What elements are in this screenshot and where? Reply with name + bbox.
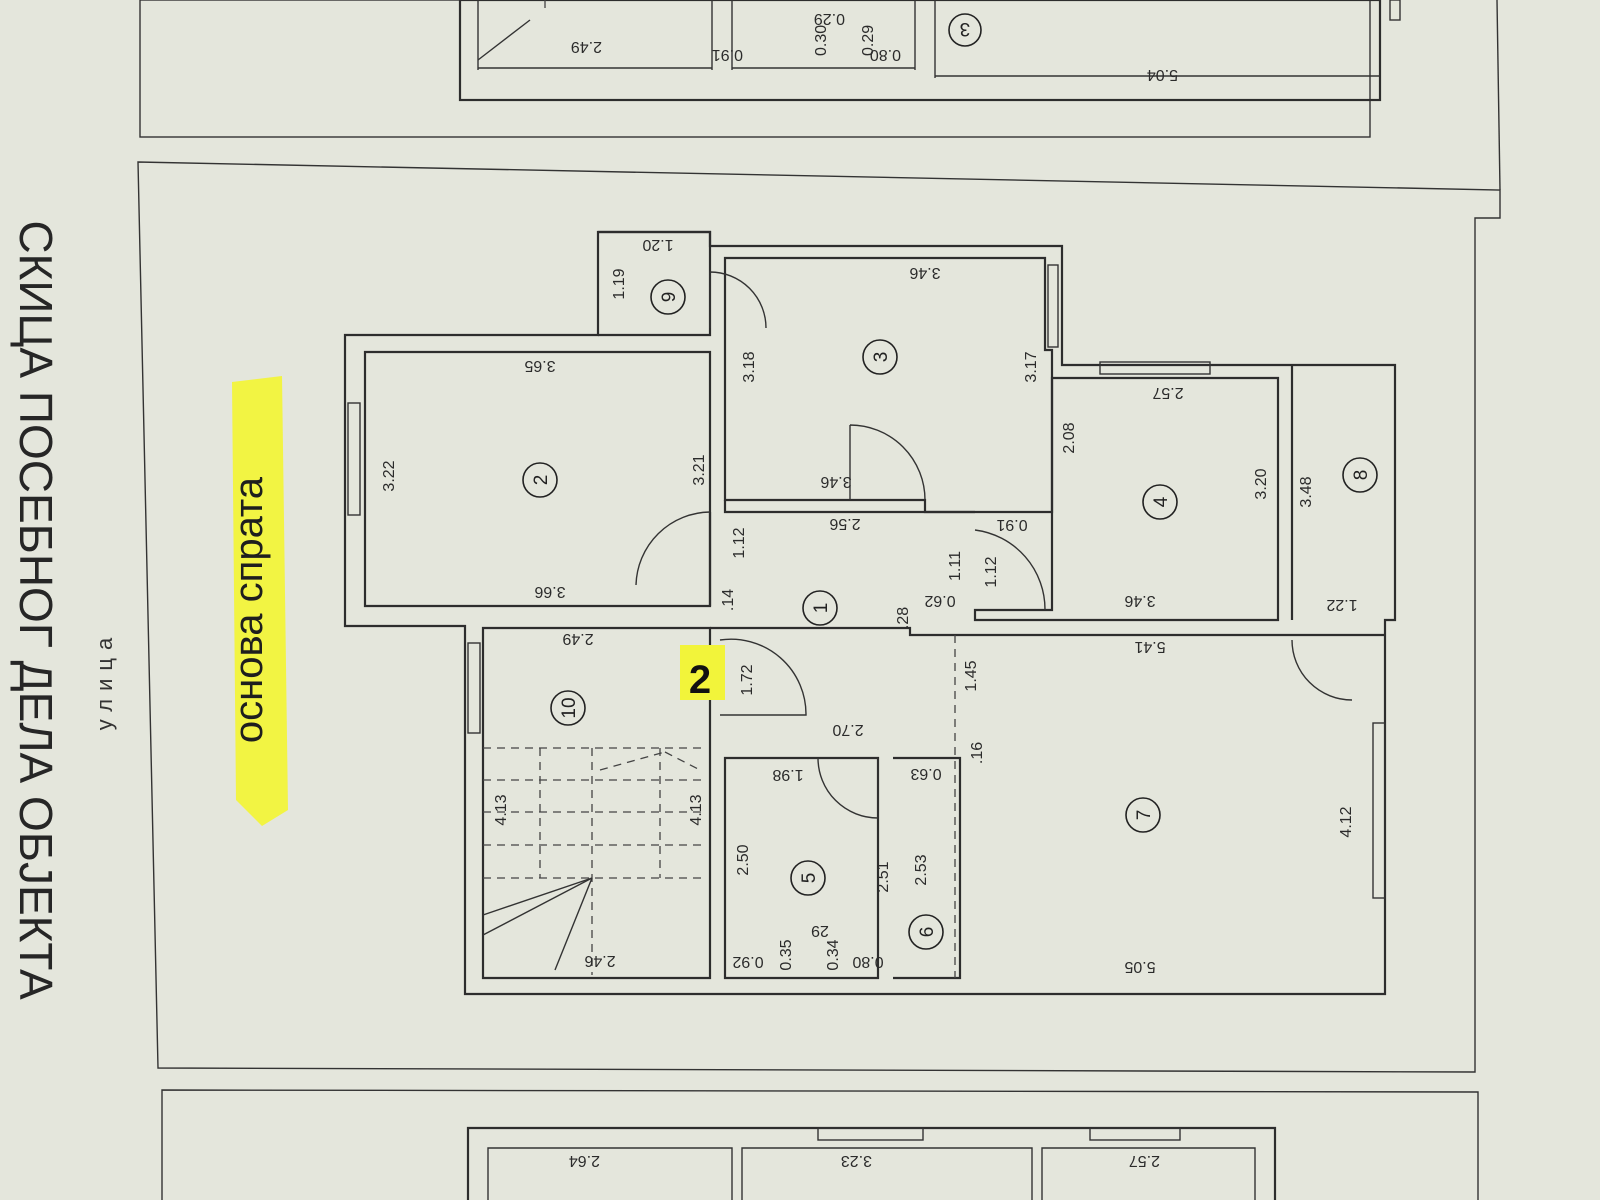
room-4-circle <box>1142 484 1178 520</box>
room-6-label: 6 <box>917 927 938 938</box>
room-5-circle <box>790 860 826 896</box>
room-9-circle <box>650 279 686 315</box>
unit-marker: 2 <box>680 645 725 702</box>
bottom-dim-2: 3.23 <box>841 1152 872 1169</box>
room-2-circle <box>522 462 558 498</box>
top-room-3: 3 <box>960 18 971 39</box>
room-6-circle <box>908 914 944 950</box>
dimension-label: 3.17 <box>1023 351 1040 382</box>
bottom-dim-3: 2.57 <box>1129 1152 1160 1169</box>
dimension-label: 2.08 <box>1061 422 1078 453</box>
dimension-label: 4.13 <box>493 794 510 825</box>
dimension-label: 5.05 <box>1124 958 1155 975</box>
outer-walls <box>343 230 1397 996</box>
dimension-label: 3.18 <box>741 351 758 382</box>
dimension-label: 3.48 <box>1298 476 1315 507</box>
dimension-label: 1.72 <box>739 664 756 695</box>
bottom-dim-1: 2.64 <box>569 1152 600 1169</box>
dimension-label: 1.19 <box>611 268 628 299</box>
room-7-label: 7 <box>1134 810 1155 821</box>
dimension-label: 2.57 <box>1152 384 1183 401</box>
street-label: улица <box>92 630 117 730</box>
room-1-circle <box>802 590 838 626</box>
room-7-circle <box>1125 797 1161 833</box>
dimension-label: 2.70 <box>832 721 863 738</box>
dimension-label: 3.66 <box>534 583 565 600</box>
dimension-label: .28 <box>895 607 912 629</box>
room-5-label: 5 <box>799 873 820 884</box>
dimension-label: 3.20 <box>1253 468 1270 499</box>
bottom-partial-plan: 2.64 3.23 2.57 <box>161 1089 1479 1200</box>
room-1-label: 1 <box>811 603 832 614</box>
room-3-circle <box>862 339 898 375</box>
dimension-label: 2.49 <box>562 630 593 647</box>
dimension-label: 1.22 <box>1326 596 1357 613</box>
dimension-label: 2.51 <box>875 861 892 892</box>
room-8-circle <box>1342 457 1378 493</box>
plan-label: основа спрата <box>227 476 271 743</box>
room-10-label: 10 <box>559 697 580 718</box>
dimension-label: 0.92 <box>732 953 763 970</box>
dimension-label: 1.98 <box>772 766 803 783</box>
dimension-label: 0.91 <box>996 516 1027 533</box>
dimension-label: 3.21 <box>691 454 708 485</box>
dimension-label: 0.34 <box>825 939 842 970</box>
room-labels: 1 2 3 4 5 6 7 8 9 10 <box>522 279 1378 950</box>
room-8-label: 8 <box>1351 470 1372 481</box>
dimension-label: 29 <box>811 922 829 939</box>
dimension-label: 1.20 <box>642 236 673 253</box>
top-dim-5: 0.29 <box>860 25 877 56</box>
sheet-title: СКИЦА ПОСЕБНОГ ДЕЛА ОБЈЕКТА <box>10 220 62 1000</box>
stairs <box>482 747 705 975</box>
unit-marker-number: 2 <box>689 658 711 702</box>
top-dim-6: 0.80 <box>870 46 901 63</box>
dimension-label: 2.53 <box>913 854 930 885</box>
dimension-label: 0.35 <box>778 939 795 970</box>
dimension-labels: 1.20 1.19 3.46 3.18 3.17 3.65 3.22 3.21 3.46 2.56… <box>381 236 1358 975</box>
top-dim-1: 2.49 <box>571 38 602 55</box>
doors <box>635 271 1353 819</box>
top-dim-4: 0.29 <box>814 10 845 27</box>
plan-label-highlight: основа спрата <box>227 376 288 826</box>
room-10-circle <box>550 690 586 726</box>
room-3-label: 3 <box>871 352 892 363</box>
dimension-label: 3.22 <box>381 460 398 491</box>
dimension-label: 2.50 <box>735 844 752 875</box>
room-9-label: 9 <box>659 292 680 303</box>
dimension-label: 1.11 <box>947 551 964 581</box>
room-4-label: 4 <box>1151 496 1172 507</box>
dimension-label: 1.12 <box>983 556 1000 587</box>
top-dim-3: 0.30 <box>813 25 830 56</box>
dimension-label: 3.65 <box>524 357 555 374</box>
dimension-label: 4.12 <box>1338 806 1355 837</box>
top-dim-2: 0.91 <box>712 46 743 63</box>
dimension-label: 0.62 <box>924 592 955 609</box>
dimension-label: 0.80 <box>852 953 883 970</box>
dimension-label: 0.63 <box>910 765 941 782</box>
dimension-label: 3.46 <box>820 473 851 490</box>
dimension-label: 1.45 <box>963 660 980 691</box>
dimension-label: 3.46 <box>1124 592 1155 609</box>
dimension-label: 4.13 <box>688 794 705 825</box>
dimension-label: 2.56 <box>829 515 860 532</box>
dimension-label: .16 <box>969 742 986 764</box>
dimension-label: .14 <box>720 589 737 611</box>
dimension-label: 3.46 <box>909 264 940 281</box>
top-partial-plan: 2.49 0.91 0.30 0.29 0.29 0.80 5.04 3 <box>139 0 1401 138</box>
dimension-label: 1.12 <box>731 527 748 558</box>
dimension-label: 2.46 <box>584 952 615 969</box>
top-dim-7: 5.04 <box>1147 66 1178 83</box>
dimension-label: 5.41 <box>1134 638 1165 655</box>
room-2-label: 2 <box>531 475 552 486</box>
windows <box>347 264 1386 899</box>
